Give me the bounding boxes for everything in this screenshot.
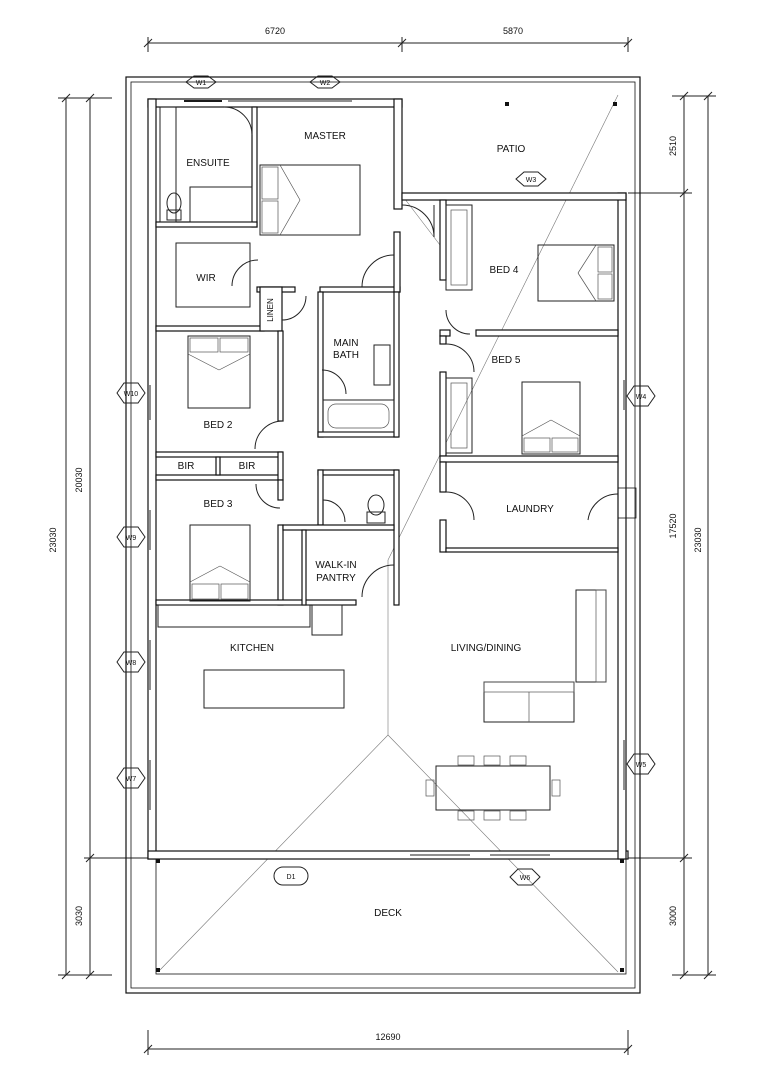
label-pantry-1: WALK-IN [315, 560, 356, 571]
roof-outline [125, 76, 641, 994]
svg-text:W2: W2 [320, 80, 331, 87]
tag-d1: D1 [273, 866, 309, 886]
svg-text:W4: W4 [636, 394, 647, 401]
label-bed5: BED 5 [492, 355, 521, 366]
tag-w9: W9 [116, 526, 146, 548]
svg-text:D1: D1 [287, 874, 296, 881]
interior-walls [155, 106, 619, 606]
label-main-bath-1: MAIN [334, 338, 359, 349]
tag-w8: W8 [116, 651, 146, 673]
tag-w2: W2 [309, 75, 341, 89]
svg-text:W3: W3 [526, 177, 537, 184]
tag-w6: W6 [509, 868, 541, 886]
deck [155, 102, 637, 975]
tag-w1: W1 [185, 75, 217, 89]
label-main-bath-2: BATH [333, 350, 359, 361]
dimension-labels: 6720 5870 12690 23030 20030 3030 23030 2… [48, 26, 703, 1042]
dim-top-left: 6720 [265, 26, 285, 36]
label-master: MASTER [304, 131, 346, 142]
window-tags: W1 W2 W3 W10 W9 W8 W7 W4 [116, 75, 656, 886]
svg-text:W5: W5 [636, 762, 647, 769]
tag-w3: W3 [515, 171, 547, 187]
label-laundry: LAUNDRY [506, 504, 554, 515]
svg-text:W6: W6 [520, 875, 531, 882]
label-bed3: BED 3 [204, 499, 233, 510]
label-pantry-2: PANTRY [316, 573, 356, 584]
label-living-dining: LIVING/DINING [451, 643, 522, 654]
label-ensuite: ENSUITE [186, 158, 230, 169]
dimension-lines [58, 37, 716, 1055]
label-bir-2: BIR [239, 461, 256, 472]
label-linen: LINEN [266, 298, 275, 322]
dim-left-inner: 20030 [74, 467, 84, 492]
label-deck: DECK [374, 908, 402, 919]
label-bed2: BED 2 [204, 420, 233, 431]
door-swings [223, 106, 619, 598]
dim-right-outer: 23030 [693, 527, 703, 552]
label-bir-1: BIR [178, 461, 195, 472]
tag-w5: W5 [626, 753, 656, 775]
dim-right-patio: 2510 [668, 136, 678, 156]
furniture [157, 164, 615, 821]
label-wir: WIR [196, 273, 215, 284]
svg-text:W7: W7 [126, 776, 137, 783]
label-bed4: BED 4 [490, 265, 519, 276]
svg-text:W1: W1 [196, 80, 207, 87]
tag-w7: W7 [116, 767, 146, 789]
tag-w10: W10 [116, 382, 146, 404]
dim-left-deck: 3030 [74, 906, 84, 926]
label-patio: PATIO [497, 144, 526, 155]
svg-text:W8: W8 [126, 660, 137, 667]
exterior-walls [147, 98, 629, 860]
dim-bottom: 12690 [375, 1032, 400, 1042]
tag-w4: W4 [626, 385, 656, 407]
svg-text:W9: W9 [126, 535, 137, 542]
dim-left-outer: 23030 [48, 527, 58, 552]
room-labels: MASTER ENSUITE WIR PATIO BED 4 BED 5 LIN… [178, 131, 554, 919]
svg-text:W10: W10 [124, 391, 139, 398]
dim-right-deck: 3000 [668, 906, 678, 926]
dim-top-right: 5870 [503, 26, 523, 36]
windows [149, 100, 625, 856]
wardrobes [159, 106, 473, 454]
dim-right-inner: 17520 [668, 513, 678, 538]
label-kitchen: KITCHEN [230, 643, 274, 654]
